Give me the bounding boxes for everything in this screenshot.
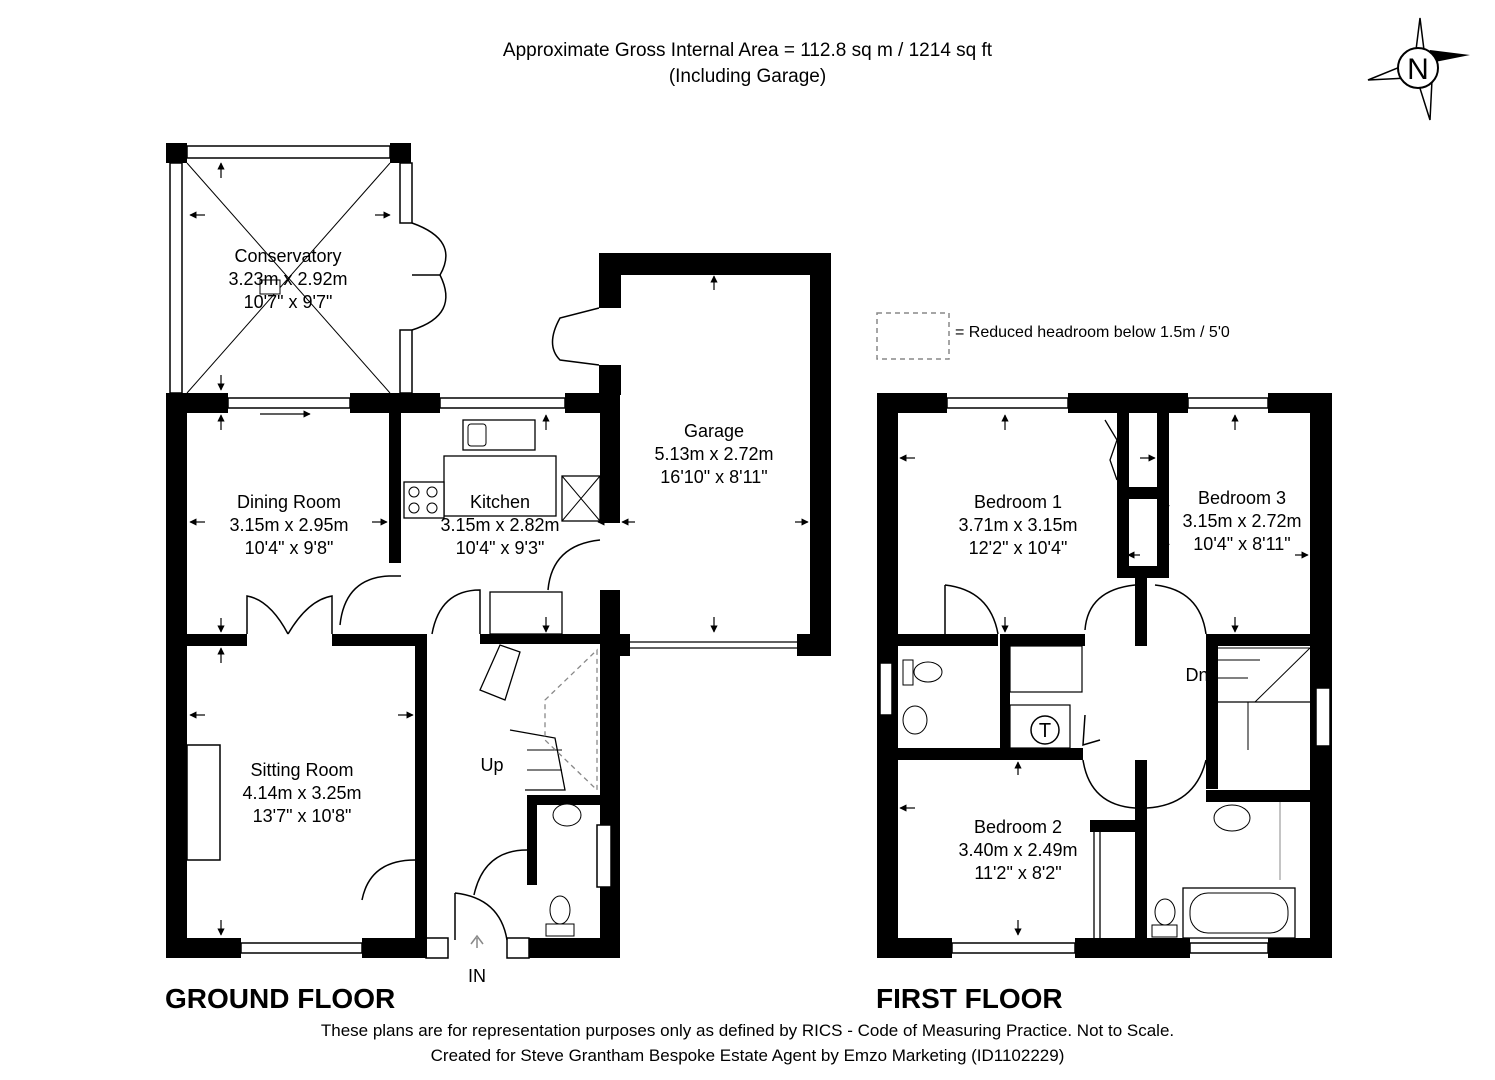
room-name: Conservatory <box>234 246 341 266</box>
room-imperial: 12'2" x 10'4" <box>969 538 1068 558</box>
room-conservatory: Conservatory 3.23m x 2.92m 10'7" x 9'7" <box>228 246 347 312</box>
room-metric: 4.14m x 3.25m <box>242 783 361 803</box>
room-name: Kitchen <box>470 492 530 512</box>
ground-floor-title: GROUND FLOOR <box>165 983 396 1014</box>
room-dining: Dining Room 3.15m x 2.95m 10'4" x 9'8" <box>229 492 348 558</box>
room-metric: 3.71m x 3.15m <box>958 515 1077 535</box>
room-bedroom-3: Bedroom 3 3.15m x 2.72m 10'4" x 8'11" <box>1182 488 1301 554</box>
reduced-headroom-swatch <box>876 312 950 360</box>
room-imperial: 16'10" x 8'11" <box>660 467 767 487</box>
credit-line: Created for Steve Grantham Bespoke Estat… <box>430 1046 1065 1065</box>
room-kitchen: Kitchen 3.15m x 2.82m 10'4" x 9'3" <box>440 492 559 558</box>
area-title: Approximate Gross Internal Area = 112.8 … <box>502 40 993 61</box>
stairs-down-label: Dn <box>1185 665 1208 685</box>
compass-label: N <box>1407 53 1429 86</box>
compass-north-icon: N <box>1367 17 1470 121</box>
room-imperial: 10'4" x 9'3" <box>456 538 545 558</box>
room-name: Bedroom 1 <box>974 492 1062 512</box>
room-metric: 3.15m x 2.82m <box>440 515 559 535</box>
room-bedroom-1: Bedroom 1 3.71m x 3.15m 12'2" x 10'4" <box>958 492 1077 558</box>
room-imperial: 10'4" x 8'11" <box>1193 534 1290 554</box>
room-imperial: 10'4" x 9'8" <box>245 538 334 558</box>
room-metric: 3.23m x 2.92m <box>228 269 347 289</box>
room-metric: 3.15m x 2.95m <box>229 515 348 535</box>
room-imperial: 10'7" x 9'7" <box>244 292 333 312</box>
room-metric: 3.15m x 2.72m <box>1182 511 1301 531</box>
room-metric: 5.13m x 2.72m <box>654 444 773 464</box>
room-bedroom-2: Bedroom 2 3.40m x 2.49m 11'2" x 8'2" <box>958 817 1077 883</box>
room-name: Sitting Room <box>250 760 353 780</box>
room-name: Garage <box>684 421 744 441</box>
tank-label: T <box>1039 720 1051 742</box>
ground-floor-plan <box>166 143 831 959</box>
room-name: Dining Room <box>237 492 341 512</box>
room-metric: 3.40m x 2.49m <box>958 840 1077 860</box>
room-name: Bedroom 3 <box>1198 488 1286 508</box>
entrance-label: IN <box>468 966 486 986</box>
room-sitting: Sitting Room 4.14m x 3.25m 13'7" x 10'8" <box>242 760 361 826</box>
room-imperial: 11'2" x 8'2" <box>974 863 1061 883</box>
legend-text: = Reduced headroom below 1.5m / 5'0 <box>955 324 1230 341</box>
room-name: Bedroom 2 <box>974 817 1062 837</box>
area-subtitle: (Including Garage) <box>668 66 827 87</box>
stairs-up-label: Up <box>480 755 503 775</box>
first-floor-plan: T <box>877 393 1332 958</box>
room-imperial: 13'7" x 10'8" <box>253 806 352 826</box>
disclaimer: These plans are for representation purpo… <box>320 1021 1175 1040</box>
room-garage: Garage 5.13m x 2.72m 16'10" x 8'11" <box>654 421 773 487</box>
first-floor-title: FIRST FLOOR <box>876 983 1063 1014</box>
